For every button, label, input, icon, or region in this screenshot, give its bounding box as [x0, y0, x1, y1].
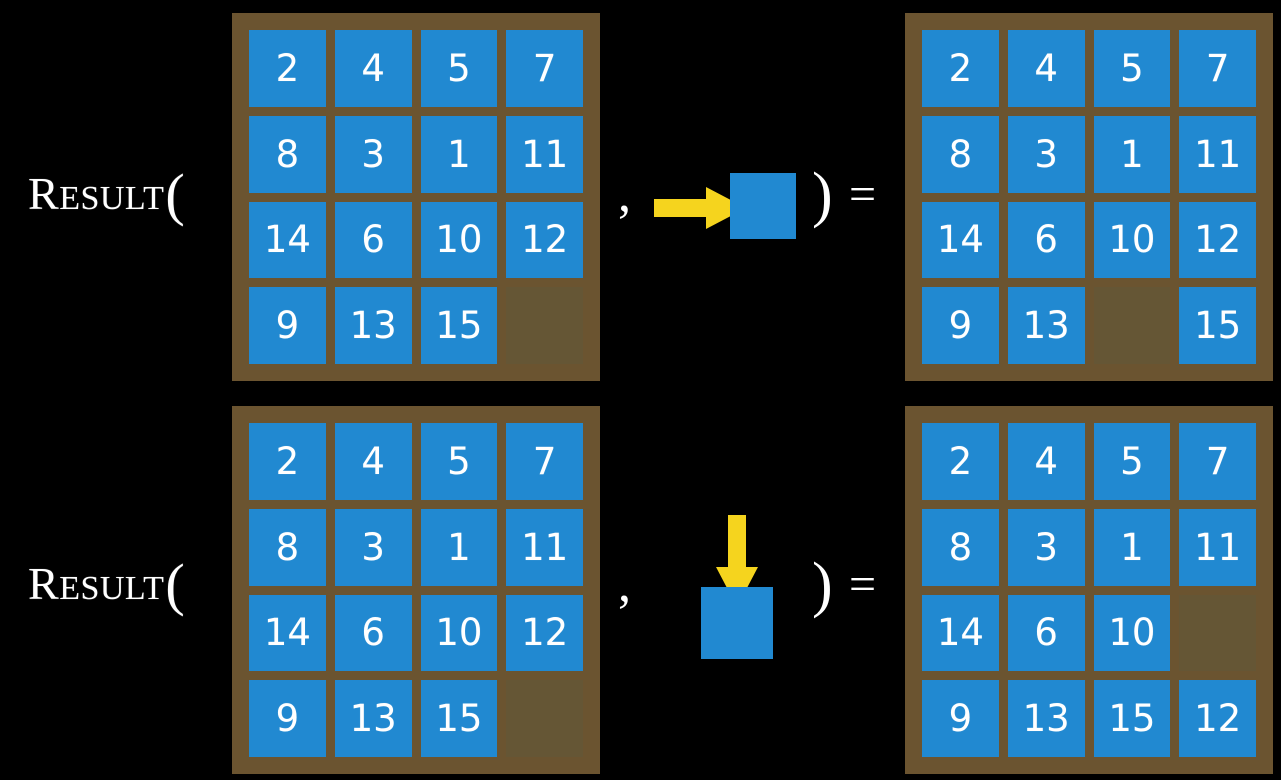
puzzle-tile[interactable]: 2 — [249, 423, 326, 500]
puzzle-tile[interactable]: 4 — [334, 30, 412, 107]
blank-cell — [506, 287, 583, 364]
puzzle-tile[interactable]: 12 — [1179, 680, 1256, 757]
puzzle-tile[interactable]: 5 — [1093, 423, 1171, 500]
puzzle-tile[interactable]: 1 — [420, 508, 498, 586]
arrow-down-icon — [716, 515, 758, 607]
puzzle-tile[interactable]: 3 — [1007, 115, 1085, 193]
puzzle-tile[interactable]: 15 — [1179, 287, 1256, 364]
operator-area: , ) = — [600, 390, 905, 780]
result-label-rest: ESULT — [59, 570, 165, 607]
puzzle-tile[interactable]: 8 — [922, 115, 999, 193]
puzzle-tile[interactable]: 14 — [922, 594, 999, 672]
puzzle-tile[interactable]: 3 — [1007, 508, 1085, 586]
puzzle-tile[interactable]: 10 — [1093, 594, 1171, 672]
arrow-right-icon — [654, 187, 746, 229]
puzzle-tile[interactable]: 4 — [334, 423, 412, 500]
puzzle-tile[interactable]: 13 — [334, 680, 412, 757]
puzzle-tile[interactable]: 6 — [1007, 201, 1085, 279]
blank-cell — [506, 680, 583, 757]
puzzle-tile[interactable]: 15 — [1093, 680, 1171, 757]
puzzle-tile[interactable]: 12 — [1179, 201, 1256, 279]
puzzle-tile[interactable]: 8 — [249, 508, 326, 586]
puzzle-tile[interactable]: 14 — [249, 594, 326, 672]
puzzle-tile[interactable]: 6 — [334, 201, 412, 279]
puzzle-tile[interactable]: 15 — [420, 287, 498, 364]
result-label-rest: ESULT — [59, 180, 165, 217]
puzzle-tile[interactable]: 3 — [334, 508, 412, 586]
result-label-open-paren: ( — [165, 552, 186, 617]
puzzle-tile[interactable]: 11 — [506, 508, 583, 586]
puzzle-tile[interactable]: 8 — [249, 115, 326, 193]
puzzle-tile[interactable]: 12 — [506, 201, 583, 279]
puzzle-tile[interactable]: 8 — [922, 508, 999, 586]
puzzle-tile[interactable]: 14 — [922, 201, 999, 279]
puzzle-tile[interactable]: 5 — [420, 30, 498, 107]
puzzle-tile[interactable]: 7 — [1179, 423, 1256, 500]
puzzle-tile[interactable]: 3 — [334, 115, 412, 193]
puzzle-tile[interactable]: 13 — [1007, 287, 1085, 364]
puzzle-tile[interactable]: 4 — [1007, 30, 1085, 107]
result-label-open-paren: ( — [165, 162, 186, 227]
puzzle-tile[interactable]: 12 — [506, 594, 583, 672]
argument-separator-comma: , — [618, 556, 631, 613]
operator-area: , ) = — [600, 0, 905, 390]
puzzle-tile[interactable]: 9 — [922, 287, 999, 364]
moving-tile — [701, 587, 773, 659]
puzzle-tile[interactable]: 5 — [420, 423, 498, 500]
result-label-first-letter: R — [28, 558, 60, 609]
puzzle-tile[interactable]: 2 — [922, 30, 999, 107]
puzzle-tile[interactable]: 9 — [922, 680, 999, 757]
puzzle-tile[interactable]: 9 — [249, 287, 326, 364]
puzzle-tile[interactable]: 6 — [1007, 594, 1085, 672]
puzzle-tile[interactable]: 10 — [420, 594, 498, 672]
close-paren: ) — [812, 161, 833, 229]
argument-separator-comma: , — [618, 166, 631, 223]
puzzle-tile[interactable]: 1 — [420, 115, 498, 193]
blank-cell — [1179, 594, 1256, 672]
puzzle-tile[interactable]: 7 — [506, 423, 583, 500]
equals-sign: = — [849, 558, 877, 611]
puzzle-tile[interactable]: 7 — [1179, 30, 1256, 107]
puzzle-tile[interactable]: 10 — [1093, 201, 1171, 279]
puzzle-tile[interactable]: 9 — [249, 680, 326, 757]
blank-cell — [1093, 287, 1171, 364]
puzzle-tile[interactable]: 2 — [922, 423, 999, 500]
puzzle-tile[interactable]: 5 — [1093, 30, 1171, 107]
puzzle-tile[interactable]: 14 — [249, 201, 326, 279]
puzzle-tile[interactable]: 10 — [420, 201, 498, 279]
puzzle-tile[interactable]: 13 — [1007, 680, 1085, 757]
equals-sign: = — [849, 168, 877, 221]
result-function-label: RESULT( — [28, 556, 185, 614]
puzzle-tile[interactable]: 1 — [1093, 508, 1171, 586]
puzzle-tile[interactable]: 11 — [1179, 508, 1256, 586]
moving-tile — [730, 173, 796, 239]
puzzle-tile[interactable]: 7 — [506, 30, 583, 107]
puzzle-tile[interactable]: 1 — [1093, 115, 1171, 193]
puzzle-tile[interactable]: 2 — [249, 30, 326, 107]
puzzle-tile[interactable]: 4 — [1007, 423, 1085, 500]
puzzle-tile[interactable]: 11 — [506, 115, 583, 193]
puzzle-tile[interactable]: 11 — [1179, 115, 1256, 193]
result-label-first-letter: R — [28, 168, 60, 219]
puzzle-tile[interactable]: 6 — [334, 594, 412, 672]
result-function-label: RESULT( — [28, 166, 185, 224]
close-paren: ) — [812, 551, 833, 619]
puzzle-tile[interactable]: 15 — [420, 680, 498, 757]
puzzle-tile[interactable]: 13 — [334, 287, 412, 364]
